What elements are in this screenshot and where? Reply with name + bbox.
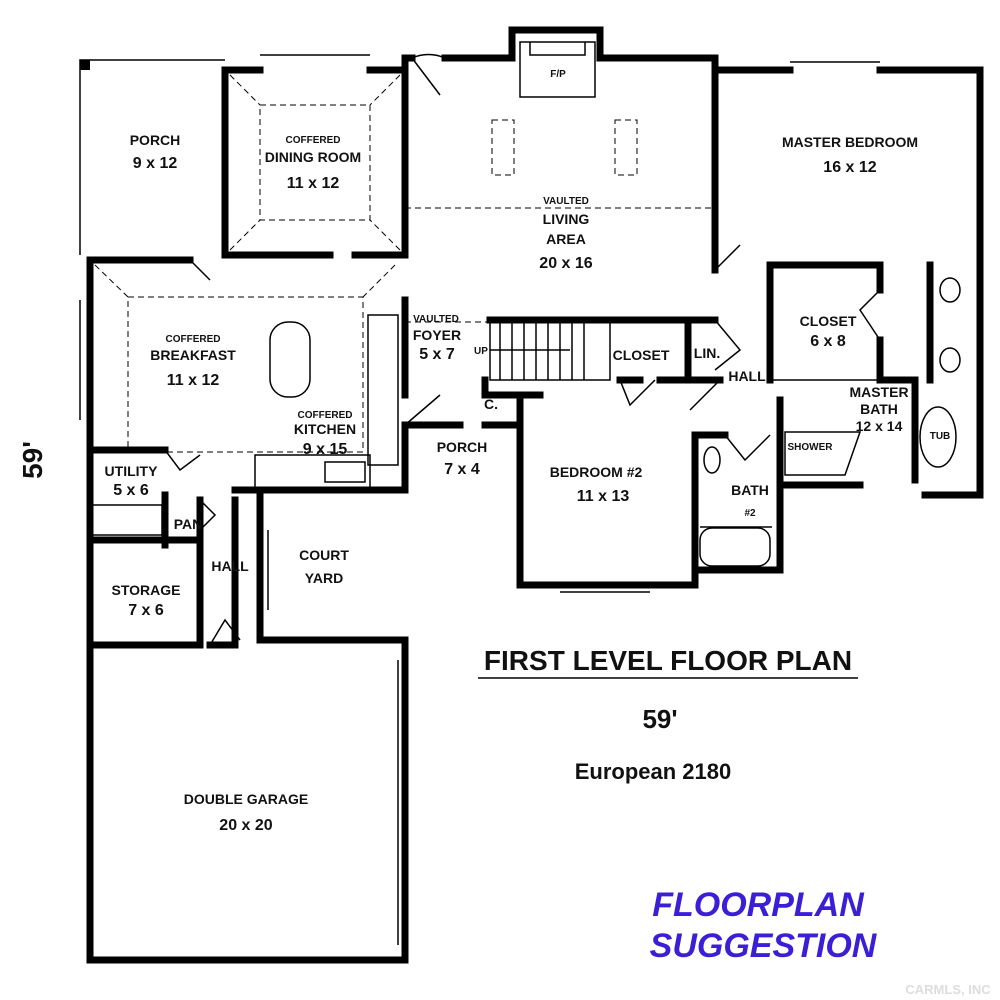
master-bedroom-label: MASTER BEDROOM — [782, 134, 918, 150]
hall-left-label: HALL — [211, 558, 249, 574]
hall-right-label: HALL — [728, 368, 766, 384]
breakfast-note: COFFERED — [166, 334, 221, 345]
breakfast-size: 11 x 12 — [167, 372, 220, 389]
utility-label: UTILITY — [105, 463, 159, 479]
master-bedroom-size: 16 x 12 — [823, 159, 876, 176]
storage-size: 7 x 6 — [128, 602, 164, 619]
foyer-note: VAULTED — [413, 314, 459, 325]
master-closet-size: 6 x 8 — [810, 333, 846, 350]
storage-label: STORAGE — [112, 582, 181, 598]
stairs — [489, 319, 611, 381]
plan-name: European 2180 — [575, 759, 732, 784]
utility-size: 5 x 6 — [113, 482, 149, 499]
bedroom2-size: 11 x 13 — [577, 488, 630, 505]
suggestion-line-1: FLOORPLAN — [652, 886, 865, 924]
foyer-size: 5 x 7 — [419, 346, 455, 363]
plan-title: FIRST LEVEL FLOOR PLAN — [484, 645, 852, 676]
garage-size: 20 x 20 — [219, 817, 272, 834]
master-bath-label: MASTER — [849, 384, 908, 400]
porch-left-size: 9 x 12 — [133, 155, 178, 172]
living-size: 20 x 16 — [539, 255, 592, 272]
master-bath-size: 12 x 14 — [856, 418, 903, 434]
living-note: VAULTED — [543, 196, 589, 207]
coat-closet-label: C. — [484, 396, 498, 412]
foyer-label: FOYER — [413, 327, 461, 343]
walls — [79, 26, 984, 964]
side-dimension: 59' — [17, 441, 48, 479]
fireplace-label: F/P — [550, 69, 566, 80]
master-bath-label-2: BATH — [860, 401, 898, 417]
dining-label: DINING ROOM — [265, 149, 361, 165]
living-label: LIVING — [543, 211, 590, 227]
master-closet-label: CLOSET — [800, 313, 857, 329]
doors[interactable] — [164, 53, 881, 646]
stair-up-label: UP — [474, 346, 488, 357]
porch-front-size: 7 x 4 — [444, 461, 480, 478]
living-label-2: AREA — [546, 231, 586, 247]
shower-label: SHOWER — [788, 442, 834, 453]
bath2-number: #2 — [744, 508, 756, 519]
closet-label: CLOSET — [613, 347, 670, 363]
tub-label: TUB — [930, 431, 951, 442]
suggestion-line-2: SUGGESTION — [650, 927, 878, 965]
breakfast-label: BREAKFAST — [150, 347, 236, 363]
dining-size: 11 x 12 — [287, 175, 340, 192]
pantry-label: PAN — [174, 516, 203, 532]
bottom-dimension: 59' — [642, 704, 677, 734]
bath2-label: BATH — [731, 482, 769, 498]
dining-note: COFFERED — [286, 135, 341, 146]
dashed-ceiling-lines — [94, 74, 715, 453]
porch-front-label: PORCH — [437, 439, 488, 455]
linen-label: LIN. — [694, 345, 720, 361]
watermark: CARMLS, INC — [905, 982, 991, 997]
bedroom2-label: BEDROOM #2 — [550, 464, 643, 480]
courtyard-label: COURT — [299, 547, 349, 563]
kitchen-size: 9 x 15 — [303, 441, 348, 458]
garage-label: DOUBLE GARAGE — [184, 791, 308, 807]
porch-left-label: PORCH — [130, 132, 181, 148]
kitchen-note: COFFERED — [298, 410, 353, 421]
kitchen-label: KITCHEN — [294, 421, 356, 437]
courtyard-label-2: YARD — [305, 570, 343, 586]
